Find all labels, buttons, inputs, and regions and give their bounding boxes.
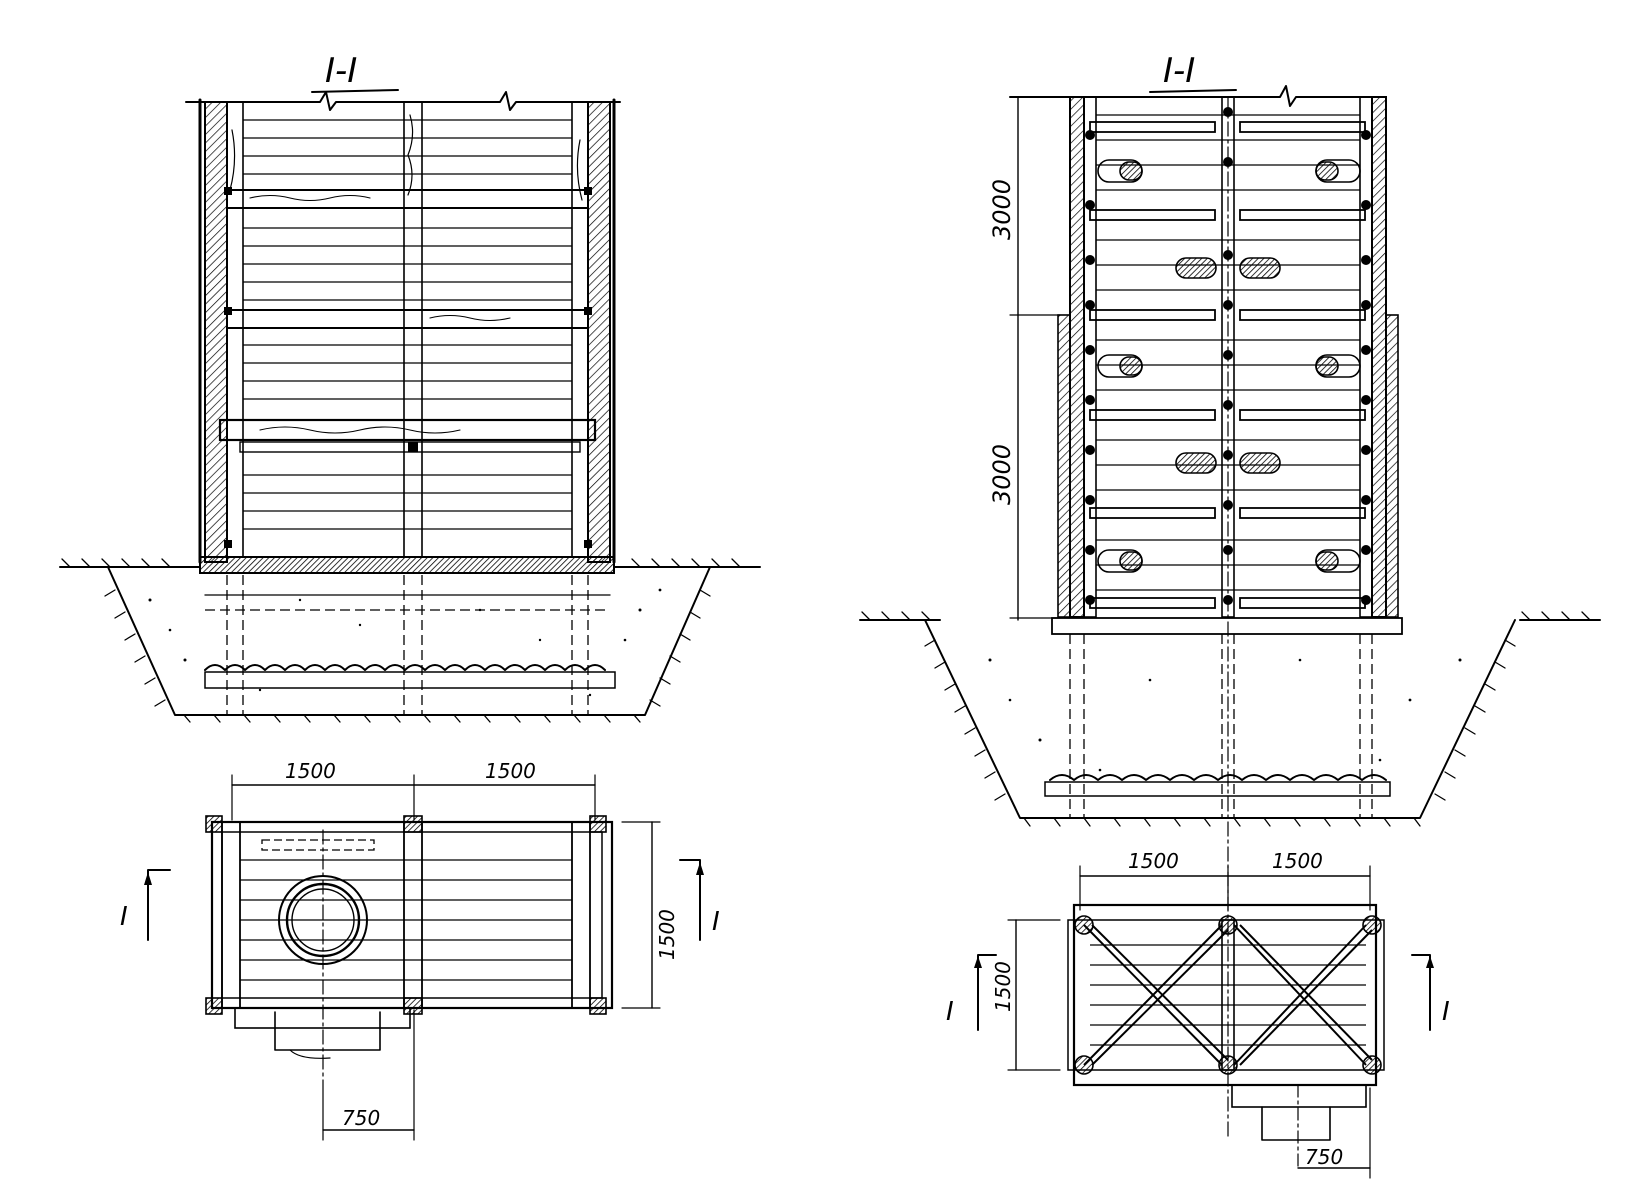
left-elevation-section: I-I (59, 51, 761, 723)
left-section-title: I-I (325, 51, 357, 91)
right-elevation-section: I-I 3000 3000 (859, 51, 1601, 1141)
right-section-title: I-I (1163, 51, 1195, 91)
left-plan-pipe-offset: 750 (342, 1106, 380, 1130)
left-plan-width-left: 1500 (285, 759, 336, 783)
left-section-mark-right: I (712, 907, 720, 937)
right-plan-pipe-offset: 750 (1305, 1145, 1343, 1169)
right-height-upper: 3000 (988, 179, 1016, 240)
left-plan-view: 1500 1500 1500 (120, 759, 720, 1141)
left-plan-depth: 1500 (655, 909, 679, 960)
right-plan-depth: 1500 (991, 961, 1015, 1012)
right-height-lower: 3000 (988, 444, 1016, 505)
right-plan-view: 1500 1500 1500 750 (946, 849, 1450, 1179)
right-plan-width-left: 1500 (1128, 849, 1179, 873)
left-plan-width-right: 1500 (485, 759, 536, 783)
right-section-mark-left: I (946, 997, 954, 1027)
left-section-mark-left: I (120, 902, 128, 932)
right-plan-width-right: 1500 (1272, 849, 1323, 873)
right-section-mark-right: I (1442, 997, 1450, 1027)
